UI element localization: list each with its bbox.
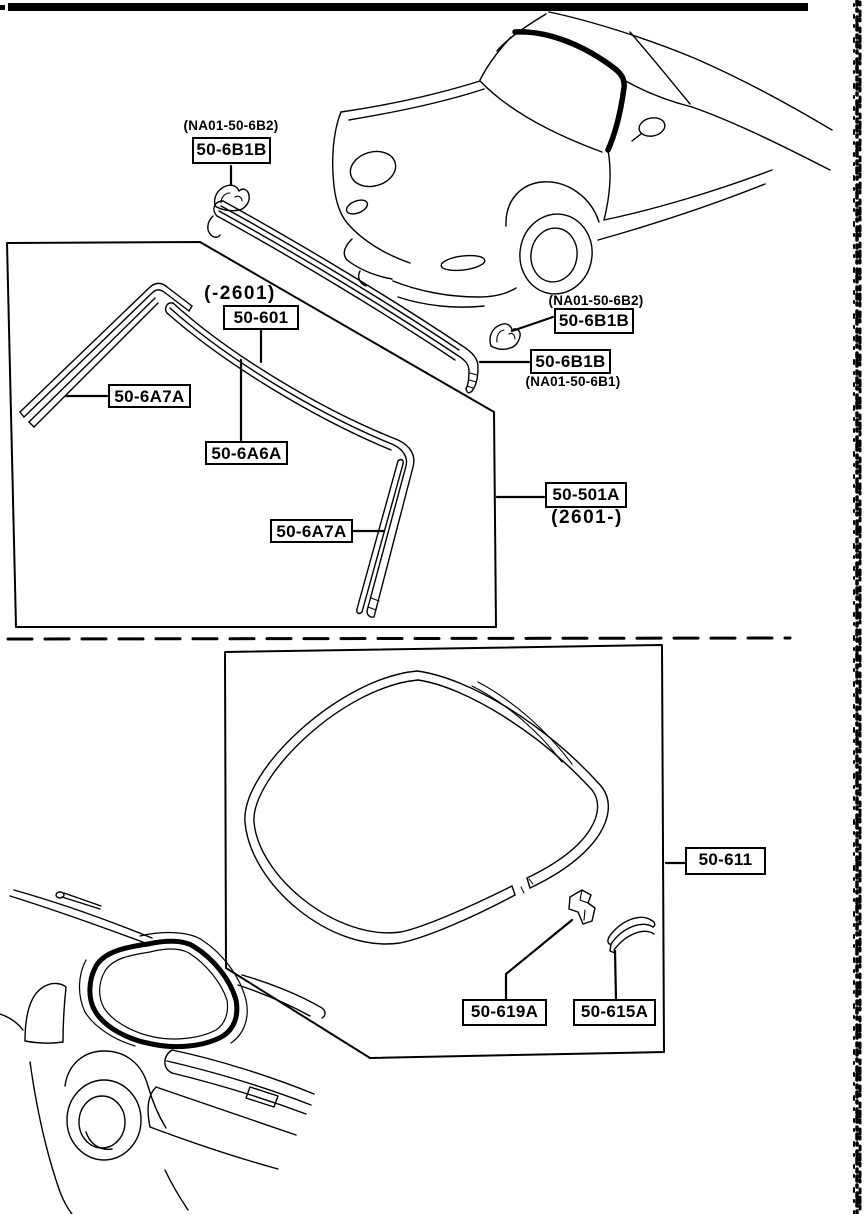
torn-right-edge xyxy=(853,0,862,1214)
rear-car-illustration xyxy=(0,889,326,1214)
part-label-50-601: 50-601 xyxy=(223,305,299,330)
top-border-bar xyxy=(0,3,808,11)
rear-window-molding-highlight xyxy=(87,938,240,1050)
windshield-clip-top xyxy=(213,184,250,212)
section-divider-dashed-line xyxy=(6,636,792,641)
windshield-clip-right xyxy=(489,323,521,351)
part-code-na01-50-6b2-right: (NA01-50-6B2) xyxy=(548,293,644,308)
front-car-illustration xyxy=(332,11,833,308)
part-label-50-619a: 50-619A xyxy=(462,999,547,1026)
part-label-50-6b1b-right-2: 50-6B1B xyxy=(530,349,611,374)
panel-molding-pieces xyxy=(19,282,415,618)
part-label-50-6a6a: 50-6A6A xyxy=(205,441,288,465)
part-label-50-6b1b-top: 50-6B1B xyxy=(192,137,271,164)
rear-leader-lines xyxy=(504,861,686,1001)
part-label-50-615a: 50-615A xyxy=(573,999,656,1026)
rear-wheel xyxy=(66,1079,142,1161)
part-label-50-6a7a-left: 50-6A7A xyxy=(108,384,191,408)
part-label-50-6a7a-right: 50-6A7A xyxy=(270,519,353,543)
part-code-na01-50-6b2-top: (NA01-50-6B2) xyxy=(183,118,279,133)
part-code-na01-50-6b1: (NA01-50-6B1) xyxy=(525,374,621,389)
windshield-parts-panel xyxy=(6,241,497,628)
rear-window-parts-panel xyxy=(224,644,665,1059)
part-label-50-501a: 50-501A xyxy=(545,482,627,508)
front-wheel xyxy=(519,213,593,295)
rear-window-molding-loop xyxy=(244,670,609,945)
part-label-50-611: 50-611 xyxy=(685,847,766,875)
headlight-pod xyxy=(349,150,397,188)
front-windshield-molding-highlight xyxy=(512,29,627,153)
model-range-post-2601: (2601-) xyxy=(551,507,623,528)
side-mirror xyxy=(638,117,666,137)
antenna-base xyxy=(55,891,65,899)
model-range-pre-2601: (-2601) xyxy=(204,283,276,304)
rear-fastener-part xyxy=(568,889,596,925)
part-label-50-6b1b-right-1: 50-6B1B xyxy=(554,308,634,334)
front-leader-lines xyxy=(64,164,555,533)
windshield-molding-strip xyxy=(207,200,479,394)
rear-joint-piece xyxy=(607,916,656,954)
